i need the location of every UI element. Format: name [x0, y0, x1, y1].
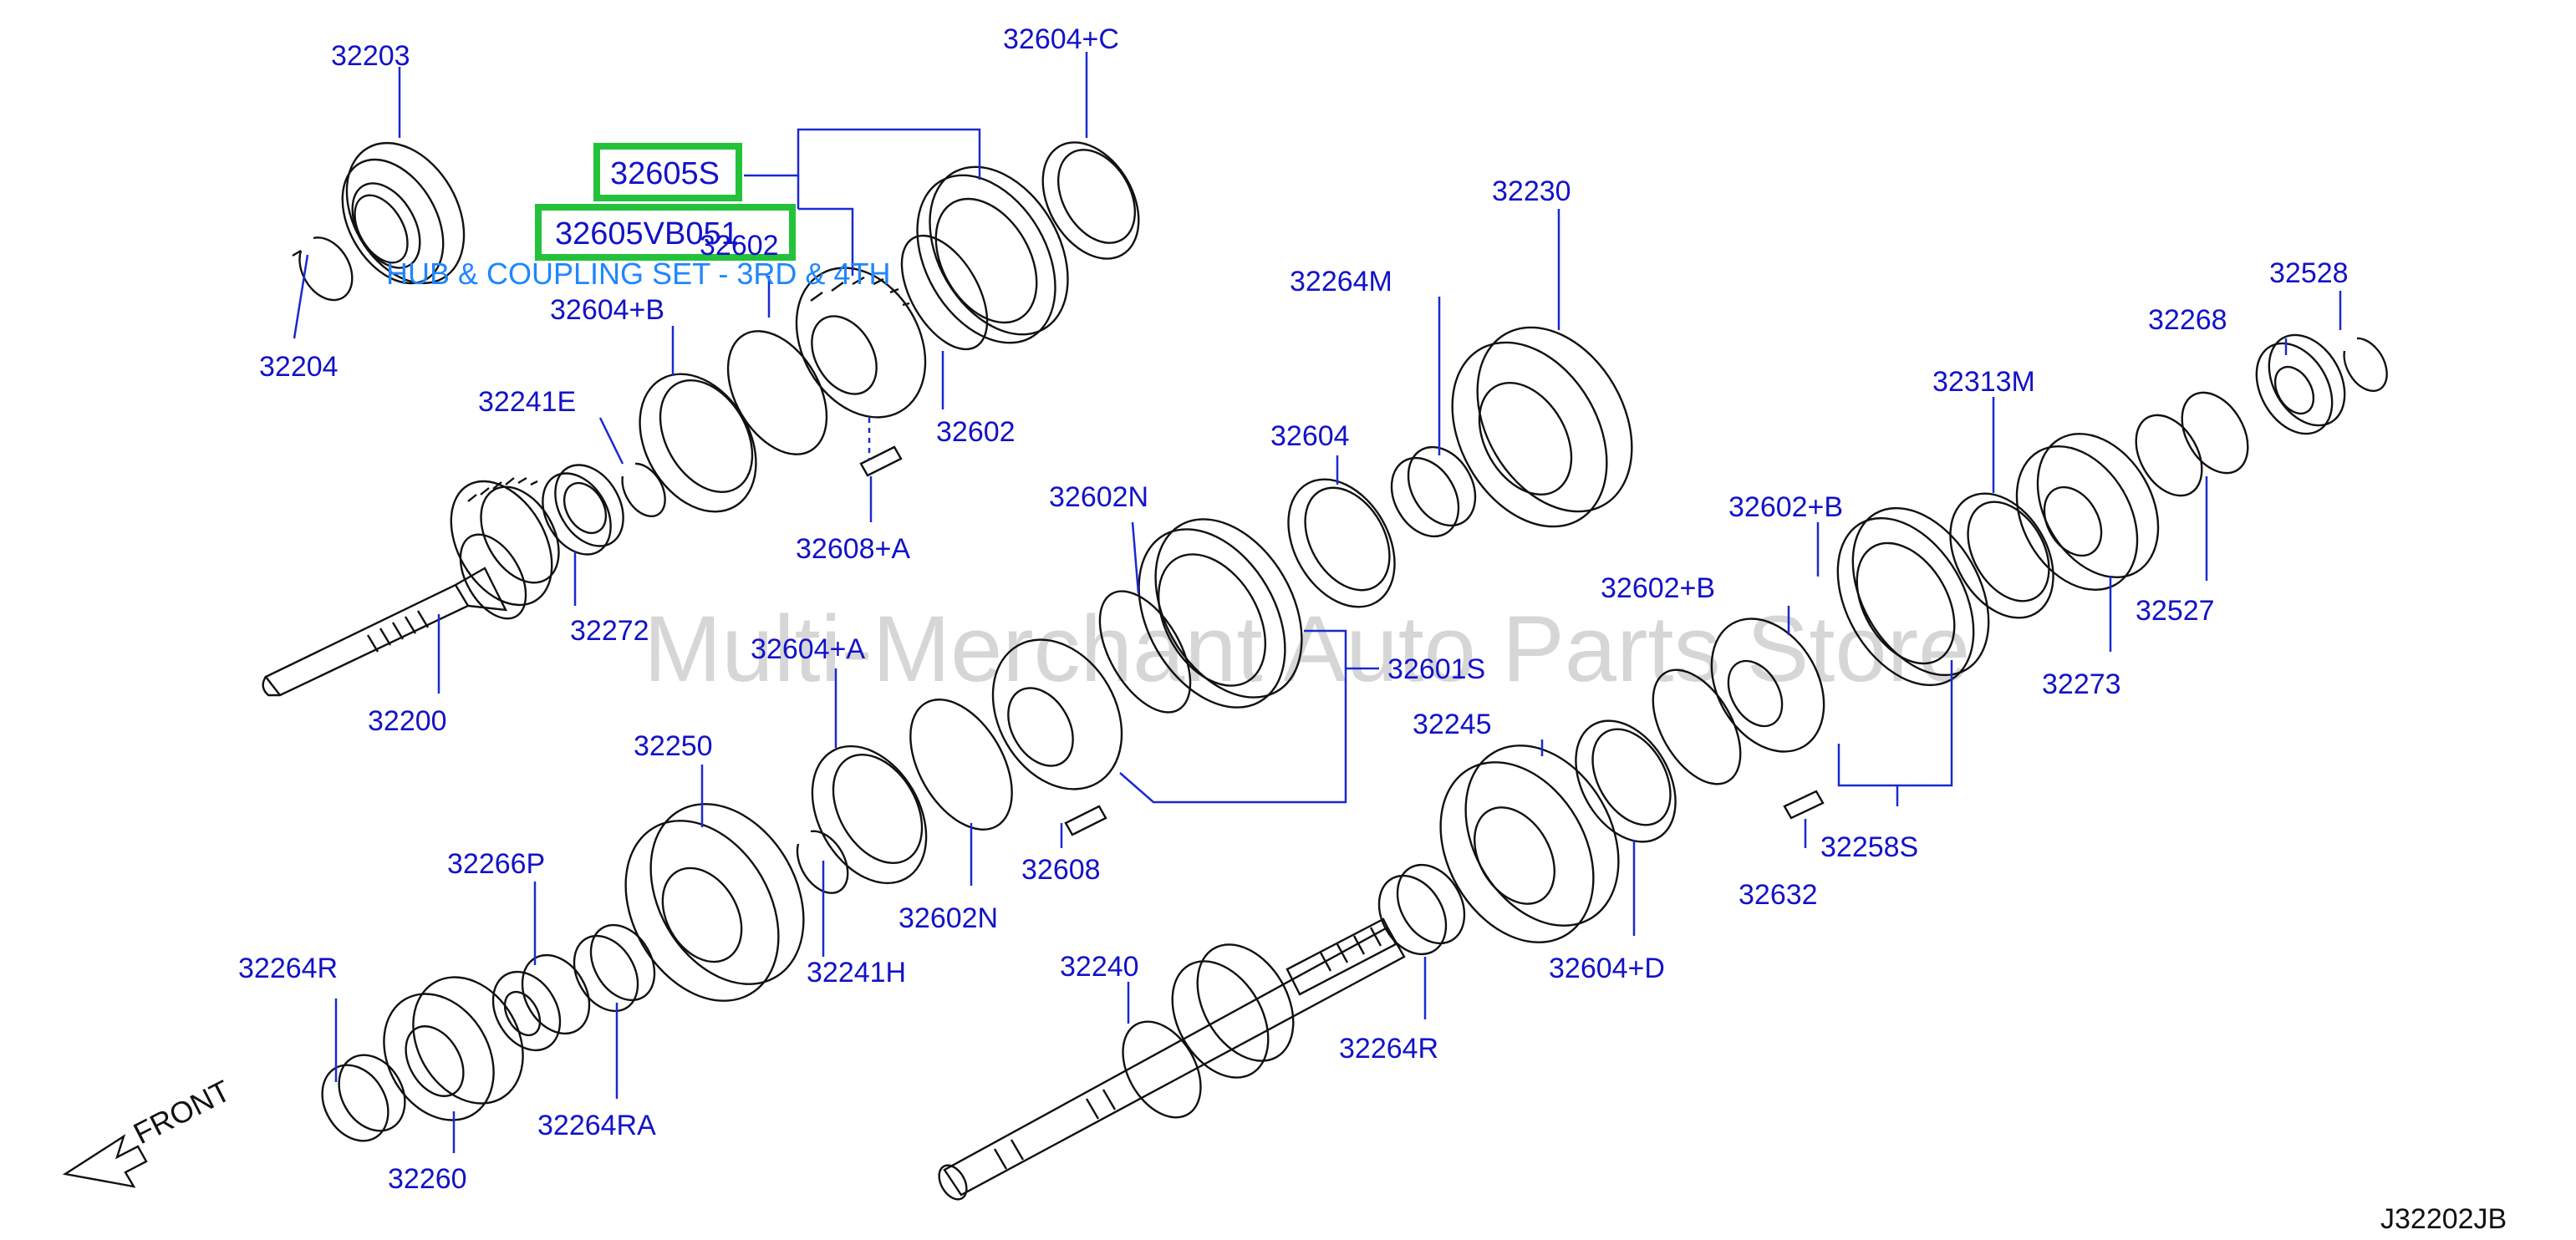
snap-ring-32241e	[621, 462, 666, 518]
snap-ring-32528	[2343, 337, 2388, 393]
label-32528[interactable]: 32528	[2269, 257, 2349, 289]
needle-bearing-32264ra	[573, 923, 656, 1013]
snap-ring-32241h	[796, 830, 849, 894]
hub-1st-2nd	[991, 638, 1123, 790]
coupling-sleeve-1st-2nd	[1138, 518, 1303, 709]
label-32608a-top[interactable]: 32608+A	[796, 533, 910, 565]
gear-32245	[1439, 745, 1620, 943]
needle-bearing-32272	[542, 464, 624, 556]
label-32602b-mid[interactable]: 32602+B	[1601, 572, 1715, 604]
front-arrow-icon	[62, 1134, 148, 1188]
label-32602n-top[interactable]: 32602N	[1049, 481, 1148, 513]
label-32264m[interactable]: 32264M	[1290, 266, 1392, 297]
part-labels: 32203 32204 32604+C 32602 32604+B 32241E…	[238, 23, 2349, 1195]
label-32272[interactable]: 32272	[570, 615, 649, 647]
highlight-part-32605vb051[interactable]: 32605VB051	[555, 216, 739, 252]
spacer-32527	[2135, 391, 2249, 497]
watermark-text: Multi-Merchant Auto Parts Store	[644, 597, 1970, 701]
label-32200[interactable]: 32200	[368, 705, 447, 737]
label-32527[interactable]: 32527	[2136, 595, 2215, 627]
needle-bearing-32264m	[1390, 445, 1477, 538]
synchro-ring-32604b	[639, 373, 757, 513]
coupling-sleeve-3rd-4th	[916, 165, 1069, 344]
label-32240[interactable]: 32240	[1060, 951, 1139, 983]
shifting-insert-32608	[1064, 805, 1107, 836]
label-32230[interactable]: 32230	[1492, 175, 1571, 207]
highlight-box-32605s[interactable]	[593, 143, 742, 201]
spring-32602n-top	[1098, 590, 1192, 714]
label-32204[interactable]: 32204	[259, 351, 339, 383]
bearing-32268	[2255, 333, 2346, 435]
label-32602b-top[interactable]: 32602+B	[1728, 491, 1843, 523]
label-32264ra[interactable]: 32264RA	[537, 1110, 656, 1141]
spring-32602-mid	[900, 234, 989, 351]
label-32604d[interactable]: 32604+D	[1549, 953, 1665, 984]
label-32266p[interactable]: 32266P	[447, 848, 545, 880]
label-32241e[interactable]: 32241E	[478, 386, 576, 418]
label-32203[interactable]: 32203	[331, 40, 410, 72]
gear-32230	[1451, 326, 1633, 528]
label-32601s[interactable]: 32601S	[1387, 653, 1485, 685]
front-label: FRONT	[128, 1073, 236, 1151]
label-32264r-left[interactable]: 32264R	[238, 953, 338, 984]
label-32608[interactable]: 32608	[1021, 854, 1101, 886]
label-32604b[interactable]: 32604+B	[550, 294, 664, 326]
label-32604c[interactable]: 32604+C	[1003, 23, 1119, 55]
synchro-ring-32604a	[811, 745, 928, 885]
needle-bearing-32264r-left	[321, 1054, 406, 1142]
label-32241h[interactable]: 32241H	[807, 957, 906, 988]
highlight-part-32605s[interactable]: 32605S	[610, 156, 720, 191]
gear-32250	[624, 803, 805, 1002]
label-32602-mid[interactable]: 32602	[936, 416, 1016, 448]
label-32632[interactable]: 32632	[1739, 879, 1818, 911]
label-32250[interactable]: 32250	[634, 730, 713, 762]
label-32264r-right[interactable]: 32264R	[1339, 1033, 1438, 1065]
diagram-code: J32202JB	[2380, 1203, 2507, 1235]
label-32604a[interactable]: 32604+A	[751, 633, 865, 665]
shifting-insert-32608a	[859, 445, 903, 477]
label-32313m[interactable]: 32313M	[1932, 366, 2035, 398]
label-32273[interactable]: 32273	[2042, 668, 2121, 700]
label-32602n-bottom[interactable]: 32602N	[899, 902, 998, 934]
needle-bearing-32264r-right	[1377, 863, 1466, 956]
label-32245[interactable]: 32245	[1413, 709, 1492, 740]
spacer-32266p	[491, 953, 591, 1052]
label-32260[interactable]: 32260	[388, 1163, 467, 1195]
synchro-ring-32604d	[1575, 719, 1677, 843]
shifting-insert-32632	[1783, 790, 1825, 820]
synchro-ring-32604c	[1041, 141, 1140, 260]
input-shaft-32200	[262, 476, 560, 697]
leader-lines	[293, 52, 2342, 1153]
spring-32602b	[1652, 668, 1742, 785]
highlight-description: HUB & COUPLING SET - 3RD & 4TH	[386, 257, 890, 291]
snap-ring-32204	[292, 236, 354, 302]
bearing-32203	[341, 141, 466, 285]
label-32268[interactable]: 32268	[2148, 304, 2227, 336]
label-32604[interactable]: 32604	[1270, 420, 1350, 452]
parts-drawing	[62, 141, 2388, 1201]
hub-5th	[1710, 617, 1825, 753]
label-32258s[interactable]: 32258S	[1820, 831, 1918, 863]
hub-3rd-4th	[795, 267, 927, 419]
highlight-box-32605vb051[interactable]	[535, 204, 796, 261]
spring-32602n-bottom	[909, 699, 1013, 831]
spring-32602-top	[726, 330, 828, 455]
label-32602-top[interactable]: 32602	[700, 230, 779, 262]
synchro-ring-32604	[1287, 478, 1396, 608]
main-shaft-32240	[938, 917, 1406, 1201]
synchro-ring-32313m	[1949, 492, 2054, 619]
gear-32260	[383, 976, 524, 1121]
bearing-32273	[2015, 432, 2160, 592]
